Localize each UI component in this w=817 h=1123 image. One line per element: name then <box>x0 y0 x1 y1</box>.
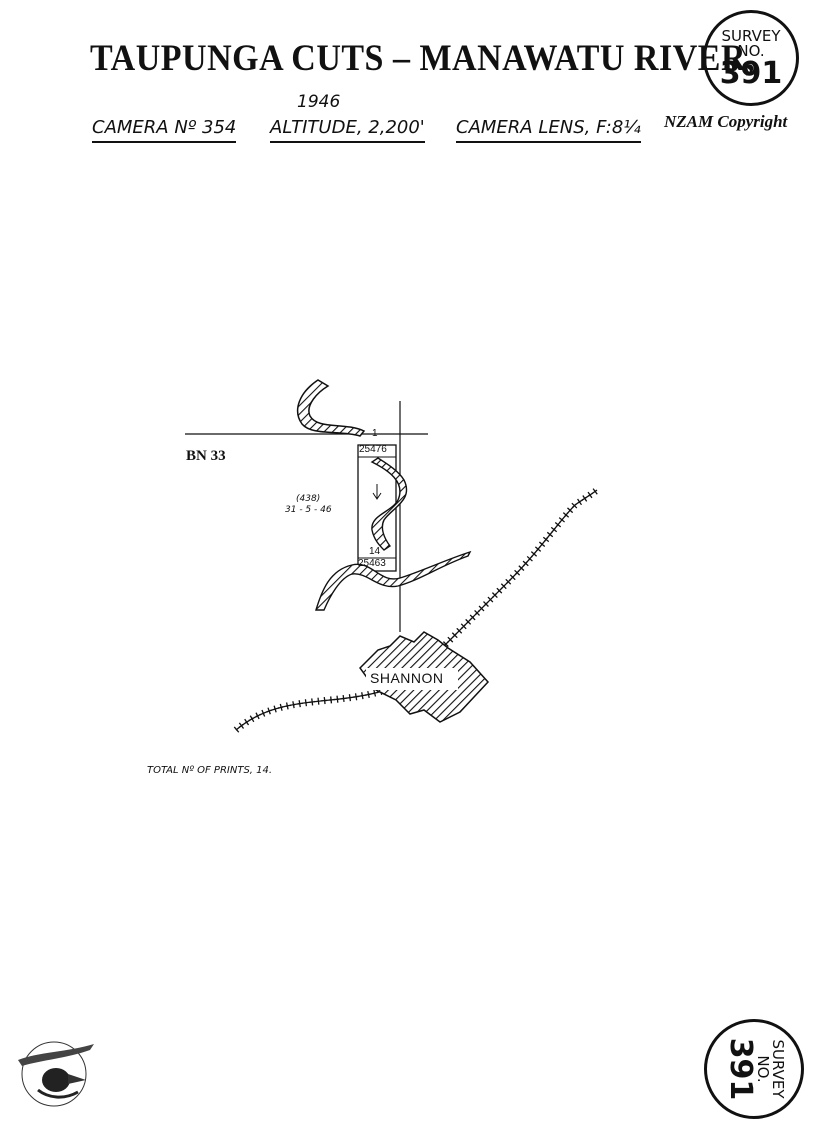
survey-stamp-top: SURVEY NO. 391 <box>703 10 799 106</box>
stamp-no-label: NO. <box>737 42 765 60</box>
railway-track <box>235 489 598 731</box>
total-prints: TOTAL Nº OF PRINTS, 14. <box>147 765 273 776</box>
survey-year: 1946 <box>297 92 341 112</box>
stamp-survey-label: SURVEY <box>721 27 781 45</box>
altitude: ALTITUDE, 2,200' <box>270 117 425 143</box>
river-in-strip <box>370 457 408 551</box>
strip-end-negative: 25463 <box>358 558 386 569</box>
survey-stamp-bottom: SURVEY NO. 391 <box>704 1019 804 1119</box>
camera-lens: CAMERA LENS, F:8¼ <box>456 117 641 143</box>
aerial-mapping-logo <box>8 1030 100 1110</box>
stamp-number: 391 <box>719 56 783 91</box>
river-south <box>315 550 472 611</box>
stamp-survey-label: SURVEY <box>769 1039 787 1099</box>
flight-arrow-head <box>372 492 382 500</box>
camera-number: CAMERA Nº 354 <box>92 117 237 143</box>
aircraft-logo-icon <box>18 1041 94 1107</box>
strip-end-print: 14 <box>369 546 381 557</box>
survey-title: TAUPUNGA CUTS – MANAWATU RIVER, <box>90 38 756 79</box>
stamp-number: 391 <box>723 1037 758 1101</box>
sortie-number: (438) <box>296 494 321 504</box>
copyright-notice: NZAM Copyright <box>664 112 788 131</box>
town-label: SHANNON <box>370 670 444 686</box>
river-north <box>297 379 366 437</box>
strip-start-negative: 25476 <box>359 444 387 455</box>
strip-start-print: 1 <box>372 428 378 439</box>
town-label-background <box>366 668 458 690</box>
grid-reference: BN 33 <box>186 448 226 464</box>
flight-date: 31 - 5 - 46 <box>285 505 332 515</box>
